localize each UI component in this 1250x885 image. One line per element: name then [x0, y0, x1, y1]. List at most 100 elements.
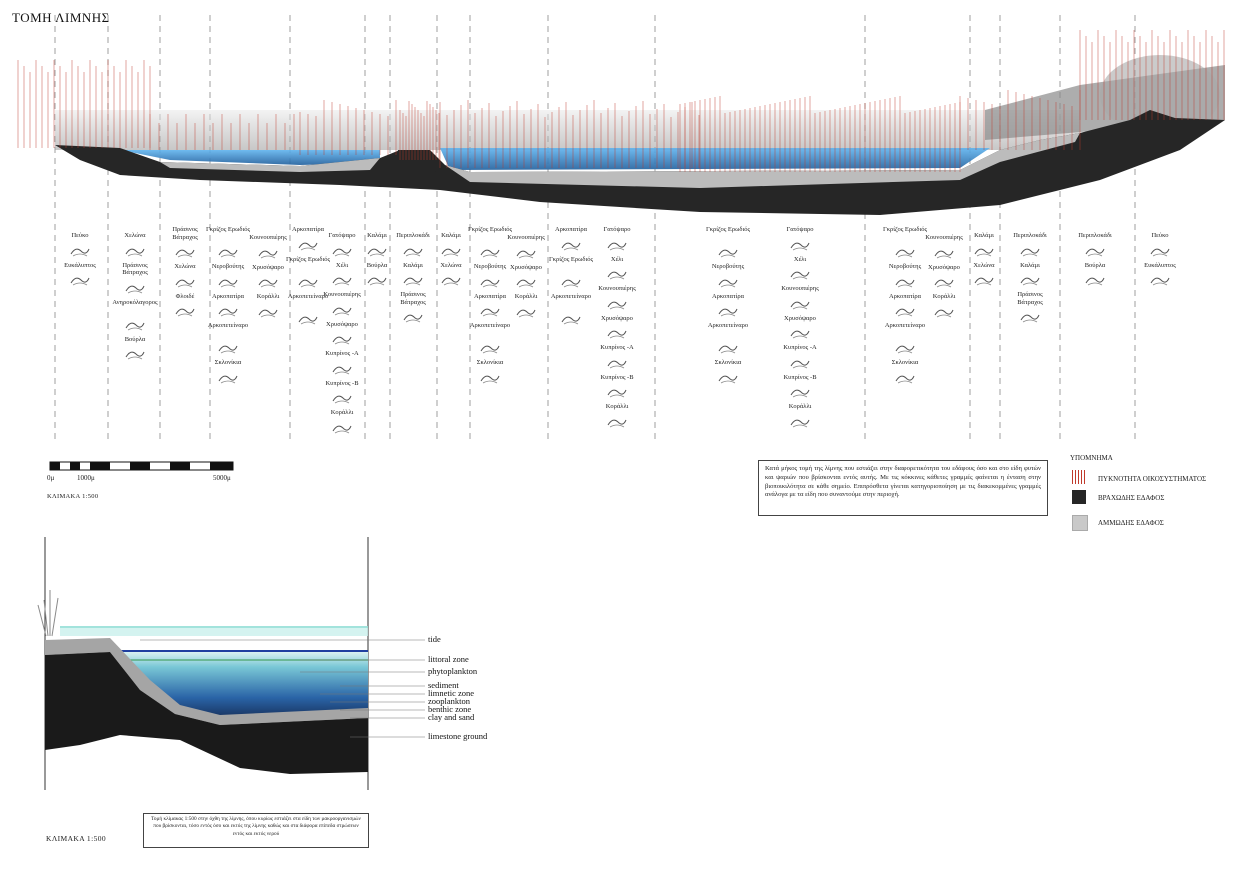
- page-title: ΤΟΜΗ ΛΙΜΝΗΣ: [12, 10, 110, 25]
- species-sketch-icon: [479, 243, 501, 261]
- species-label: Πράσινος Βάτραχος: [172, 226, 198, 241]
- species-label: Κοράλλι: [932, 293, 956, 300]
- zone-label-zooplankton: zooplankton: [428, 696, 471, 706]
- species-sketch-icon: [217, 243, 239, 261]
- species-sketch-icon: [479, 339, 501, 357]
- species-label: Κυπρίνος -A: [783, 344, 817, 351]
- species-sketch-icon: [606, 265, 628, 283]
- species-sketch-icon: [1019, 242, 1041, 260]
- species-sketch-icon: [717, 339, 739, 357]
- species-sketch-icon: [331, 360, 353, 378]
- species-label: Γκρίζος Ερωδιός: [882, 226, 928, 233]
- species-label: Χρυσόψαρο: [326, 320, 358, 328]
- species-label: Περιπλοκάδι: [1013, 232, 1047, 239]
- vegetation-backdrop: [55, 55, 1225, 150]
- species-label: Πεύκο: [71, 232, 89, 239]
- species-sketch-icon: [331, 419, 353, 437]
- species-sketch-icon: [717, 369, 739, 387]
- species-sketch-icon: [894, 339, 916, 357]
- species-label: Σκλονίκια: [476, 359, 504, 366]
- species-sketch-icon: [560, 236, 582, 254]
- species-sketch-icon: [606, 295, 628, 313]
- species-sketch-icon: [174, 243, 196, 261]
- species-sketch-icon: [606, 383, 628, 401]
- species-sketch-icon: [973, 242, 995, 260]
- zone-label-limestone: limestone ground: [428, 731, 488, 741]
- species-sketch-icon: [894, 273, 916, 291]
- species-sketch-icon: [217, 273, 239, 291]
- species-sketch-icon: [560, 310, 582, 328]
- species-sketch-icon: [257, 244, 279, 262]
- species-label: Αρκοπατίρα: [554, 226, 588, 233]
- species-sketch-icon: [440, 242, 462, 260]
- species-label: Κοράλλι: [788, 403, 812, 410]
- species-label: Χελώνα: [973, 261, 995, 269]
- species-label: Περιπλοκάδι: [396, 232, 430, 239]
- species-sketch-icon: [297, 273, 319, 291]
- species-sketch-icon: [606, 354, 628, 372]
- species-sketch-icon: [789, 413, 811, 431]
- species-sketch-icon: [331, 301, 353, 319]
- species-sketch-icon: [174, 302, 196, 320]
- scale-start-label: 0μ: [47, 474, 55, 482]
- species-label: Γατόψαρο: [786, 226, 814, 233]
- species-label: Χρυσόψαρο: [252, 263, 284, 271]
- species-label: Αρκοπετείναρο: [707, 322, 749, 329]
- zone-label-sediment: sediment: [428, 680, 459, 690]
- species-sketch-icon: [1084, 271, 1106, 289]
- species-label: Καλάμι: [403, 261, 423, 269]
- species-label: Χρυσόψαρο: [510, 263, 542, 271]
- sand-swatch: [1072, 515, 1088, 531]
- species-label: Πεύκο: [1151, 232, 1169, 239]
- legend-item-sand: ΑΜΜΩΔΗΣ ΕΔΑΦΟΣ: [1098, 519, 1164, 527]
- species-label: Καλάμι: [1020, 261, 1040, 269]
- species-label: Γκρίζος Ερωδιός: [467, 226, 513, 233]
- species-sketch-icon: [69, 242, 91, 260]
- legend-title: ΥΠΟΜΝΗΜΑ: [1070, 454, 1113, 462]
- species-label: Αρκοπετείναρο: [884, 322, 926, 329]
- species-label: Χρυσόψαρο: [928, 263, 960, 271]
- species-label: Σκλονίκια: [891, 359, 919, 366]
- species-label: Βούρλα: [124, 335, 146, 343]
- species-sketch-icon: [124, 316, 146, 334]
- species-label: Ανηροκόλαγορος: [112, 298, 158, 306]
- species-label: Αρκοπατίρα: [211, 292, 245, 300]
- species-label: Πράσινος Βάτραχος: [122, 261, 148, 277]
- species-label: Χελώνα: [174, 263, 196, 270]
- species-sketch-icon: [515, 244, 537, 262]
- species-label: Αρκοπετείναρο: [550, 292, 592, 300]
- species-label: Αρκοπετείναρο: [287, 292, 329, 300]
- species-label: Κουνουπιέρης: [249, 234, 287, 241]
- species-sketch-icon: [894, 243, 916, 261]
- legend-item-rock: ΒΡΑΧΩΔΗΣ ΕΔΑΦΟΣ: [1098, 494, 1165, 502]
- species-label: Κοράλλι: [330, 409, 354, 416]
- species-label: Περιπλοκάδι: [1078, 232, 1112, 239]
- scale-bar: [49, 461, 234, 471]
- species-label: Κυπρίνος -B: [325, 379, 359, 387]
- species-label: Κουνουπιέρης: [507, 234, 545, 241]
- scale-title: ΚΛΙΜΑΚΑ 1:500: [47, 493, 99, 500]
- species-label: Κυπρίνος -A: [325, 350, 359, 357]
- species-label: Χελώνα: [440, 261, 462, 269]
- legend-item-density: ΠΥΚΝΟΤΗΤΑ ΟΙΚΟΣΥΣΤΗΜΑΤΟΣ: [1098, 475, 1207, 483]
- species-sketch-icon: [789, 354, 811, 372]
- species-sketch-icon: [606, 413, 628, 431]
- species-label: Σκλονίκια: [214, 359, 242, 366]
- species-sketch-icon: [479, 273, 501, 291]
- species-label: Χρυσόψαρο: [601, 314, 633, 322]
- species-sketch-icon: [1019, 271, 1041, 289]
- species-sketch-icon: [174, 273, 196, 291]
- species-label: Ευκάλυπτος: [1144, 261, 1176, 269]
- density-swatch: [1072, 470, 1086, 484]
- species-label: Κυπρίνος -A: [600, 344, 634, 351]
- zone-label-tide: tide: [428, 634, 441, 644]
- species-sketch-icon: [515, 303, 537, 321]
- rock-swatch: [1072, 490, 1086, 504]
- shore-scale-label: ΚΛΙΜΑΚΑ 1:500: [46, 834, 107, 843]
- shore-section: [37, 537, 425, 790]
- shore-description: Τομή κλίμακας 1:500 στην όχθη της λίμνης…: [143, 813, 369, 848]
- species-label: Φλοιδέ: [175, 292, 195, 300]
- species-label: Βούρλα: [1084, 261, 1106, 269]
- species-label: Χελώνα: [124, 232, 146, 239]
- species-sketch-icon: [479, 369, 501, 387]
